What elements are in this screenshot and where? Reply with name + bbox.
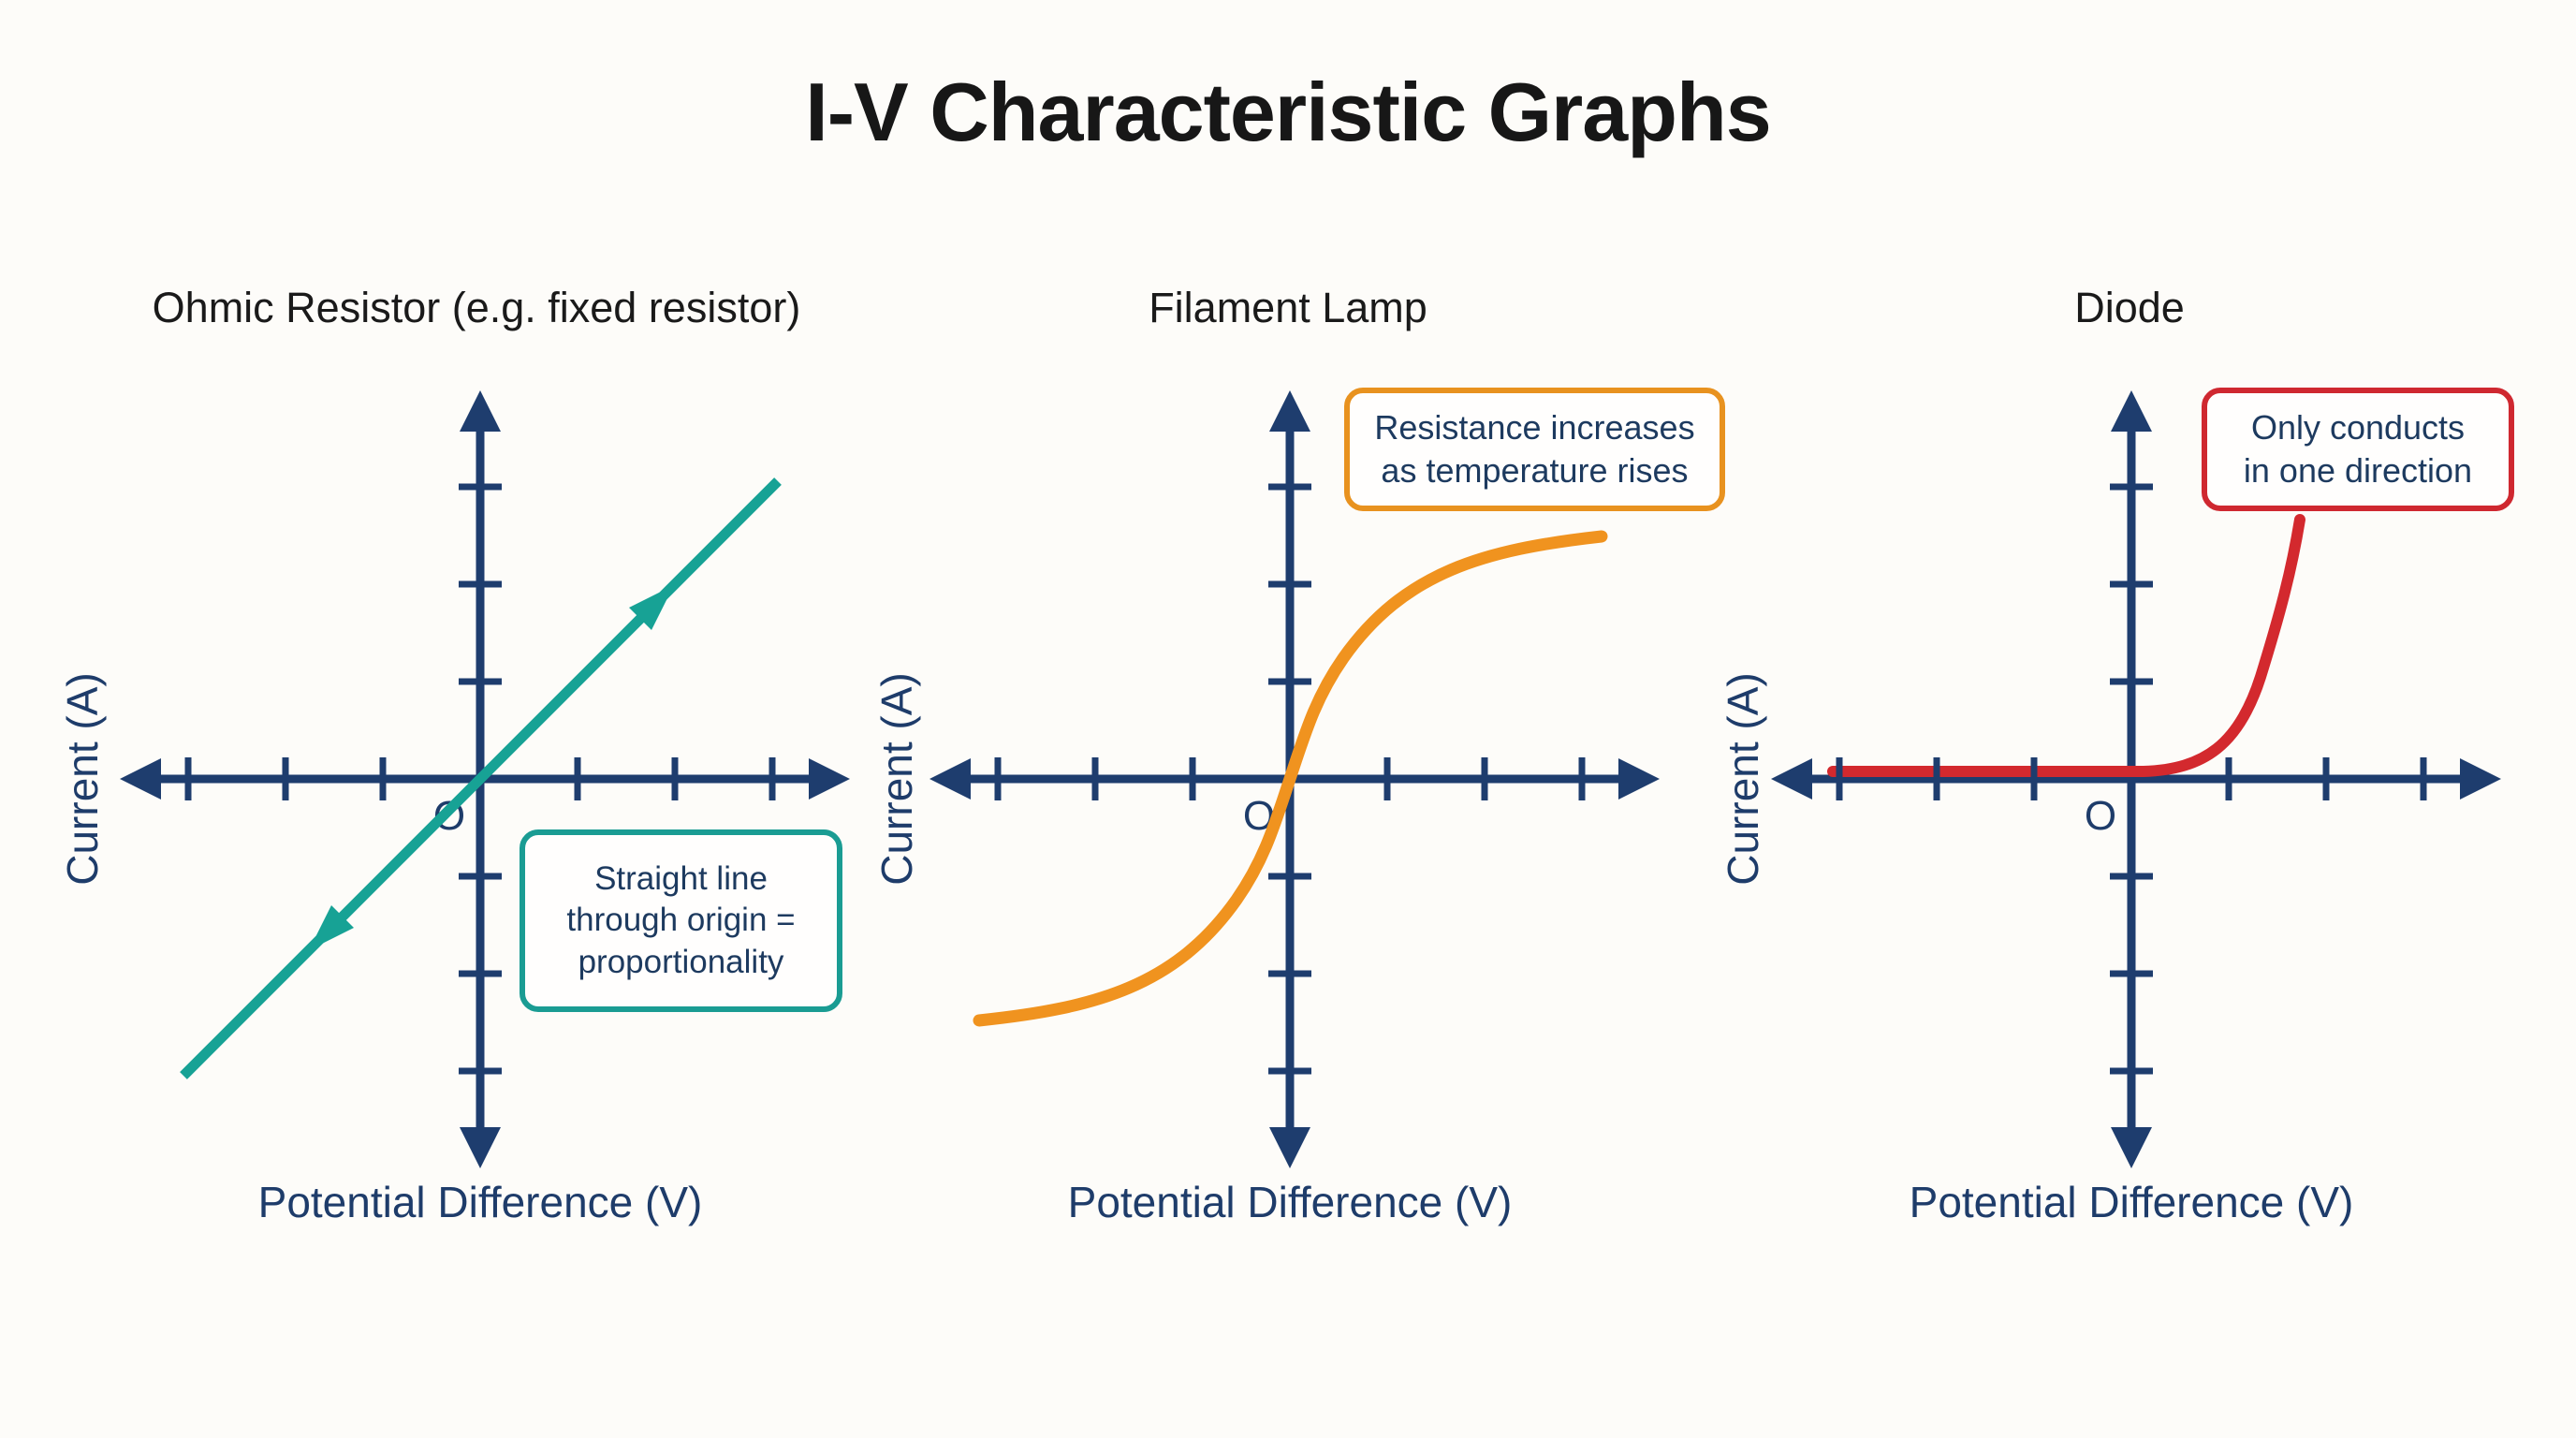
x-axis-left-arrow-icon	[120, 758, 161, 800]
diode-graph	[1771, 390, 2501, 1168]
panel-title-diode: Diode	[2074, 284, 2185, 331]
panel-title-ohmic-resistor: Ohmic Resistor (e.g. fixed resistor)	[152, 284, 801, 331]
annotation-line: proportionality	[578, 943, 784, 980]
filament-lamp-graph	[929, 390, 1660, 1168]
diode-annotation-box: Only conducts in one direction	[2202, 388, 2514, 511]
y-axis-top-arrow-icon	[1269, 390, 1310, 432]
ohmic-annotation-box: Straight line through origin = proportio…	[520, 829, 842, 1012]
x-axis-left-arrow-icon	[929, 758, 971, 800]
x-axis-left-arrow-icon	[1771, 758, 1812, 800]
x-axis-right-arrow-icon	[809, 758, 850, 800]
annotation-line: as temperature rises	[1381, 451, 1689, 490]
y-axis-bottom-arrow-icon	[1269, 1127, 1310, 1168]
axis-ticks	[1836, 483, 2427, 1075]
panel-title-filament-lamp: Filament Lamp	[1149, 284, 1427, 331]
diode-origin-label: O	[2084, 793, 2117, 839]
filament-y-axis-label: Current (A)	[872, 672, 921, 886]
filament-x-axis-label: Potential Difference (V)	[1067, 1178, 1513, 1226]
ohmic-line-up-arrow-icon	[629, 585, 674, 630]
y-axis-bottom-arrow-icon	[2111, 1127, 2152, 1168]
diode-x-axis-label: Potential Difference (V)	[1909, 1178, 2354, 1226]
y-axis-top-arrow-icon	[460, 390, 501, 432]
annotation-line: Straight line	[594, 859, 768, 897]
ohmic-resistor-graph	[120, 390, 850, 1168]
ohmic-line-down-arrow-icon	[309, 905, 354, 950]
x-axis-right-arrow-icon	[1618, 758, 1660, 800]
ohmic-line	[180, 477, 782, 1079]
annotation-line: Resistance increases	[1374, 408, 1695, 448]
diode-curve	[1827, 514, 2305, 777]
x-axis-right-arrow-icon	[2460, 758, 2501, 800]
y-axis-top-arrow-icon	[2111, 390, 2152, 432]
y-axis-bottom-arrow-icon	[460, 1127, 501, 1168]
filament-s-curve	[973, 530, 1608, 1027]
ohmic-x-axis-label: Potential Difference (V)	[257, 1178, 703, 1226]
annotation-line: in one direction	[2243, 451, 2473, 490]
axis-ticks	[994, 483, 1586, 1075]
annotation-line: through origin =	[566, 902, 796, 939]
filament-annotation-box: Resistance increases as temperature rise…	[1344, 388, 1725, 511]
annotation-line: Only conducts	[2250, 408, 2466, 448]
page-title: I-V Characteristic Graphs	[805, 66, 1771, 158]
ohmic-y-axis-label: Current (A)	[58, 672, 107, 886]
axis-ticks	[184, 483, 776, 1075]
